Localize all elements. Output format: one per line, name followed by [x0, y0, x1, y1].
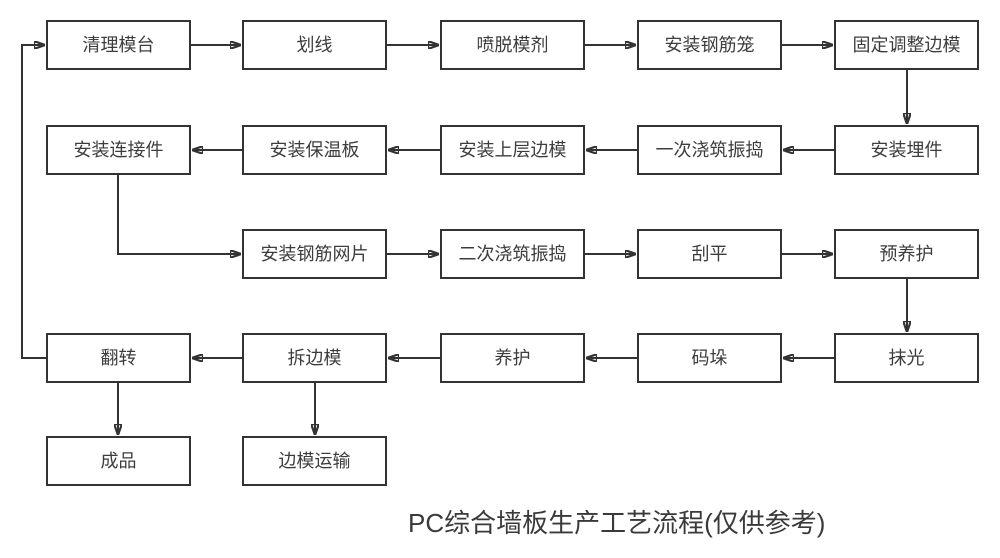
node-spray-release-agent: 喷脱模剂: [440, 20, 585, 70]
diagram-title: PC综合墙板生产工艺流程(仅供参考): [408, 508, 826, 538]
node-side-mold-transport: 边模运输: [242, 436, 387, 486]
flow-arrow: [117, 175, 240, 254]
node-polishing: 抹光: [834, 333, 979, 383]
node-install-embedded-parts: 安装埋件: [834, 125, 979, 175]
node-scrape-flat: 刮平: [637, 229, 782, 279]
node-marking: 划线: [242, 20, 387, 70]
node-finished-product: 成品: [46, 436, 191, 486]
node-install-upper-side-mold: 安装上层边模: [440, 125, 585, 175]
node-remove-side-mold: 拆边模: [242, 333, 387, 383]
node-pre-curing: 预养护: [834, 229, 979, 279]
node-first-pour-vibrate: 一次浇筑振捣: [637, 125, 782, 175]
node-install-connectors: 安装连接件: [46, 125, 191, 175]
node-second-pour-vibrate: 二次浇筑振捣: [440, 229, 585, 279]
node-stacking: 码垛: [637, 333, 782, 383]
flow-arrow: [21, 45, 46, 359]
node-install-rebar-cage: 安装钢筋笼: [637, 20, 782, 70]
node-fix-adjust-side-mold: 固定调整边模: [834, 20, 979, 70]
node-install-insulation-board: 安装保温板: [242, 125, 387, 175]
node-curing: 养护: [440, 333, 585, 383]
node-flip: 翻转: [46, 333, 191, 383]
node-install-rebar-mesh: 安装钢筋网片: [242, 229, 387, 279]
node-clean-mold-table: 清理模台: [46, 20, 191, 70]
